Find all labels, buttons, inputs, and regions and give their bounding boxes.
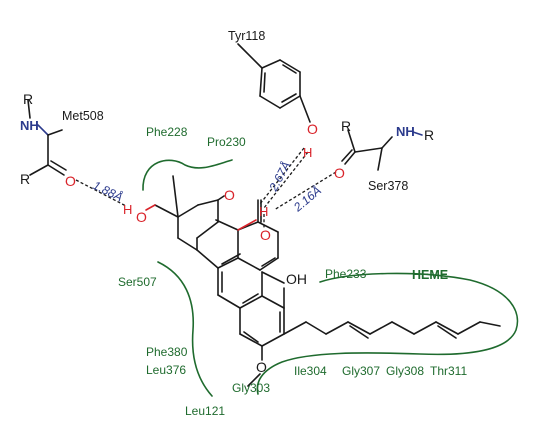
pocket-contour-left <box>157 261 213 397</box>
residue-ser378: Ser378 <box>368 179 408 193</box>
atom-r-ser: R <box>341 118 351 134</box>
residue-phe233: Phe233 <box>325 267 367 281</box>
atom-o-carbonyl: O <box>224 187 235 203</box>
residue-gly303: Gly303 <box>232 381 270 395</box>
atom-labels: R NH R O H O O O H H O R NH R O OH O <box>20 91 434 375</box>
residue-gly307: Gly307 <box>342 364 380 378</box>
hbond-tyr118-b <box>259 147 305 205</box>
distance-ser378: 2.16Å <box>290 183 324 215</box>
met508-fragment <box>27 99 67 176</box>
atom-o-methoxy: O <box>256 359 267 375</box>
atom-o-ligand-right: O <box>260 227 271 243</box>
atom-oh-ring: OH <box>286 271 307 287</box>
hbond-met508 <box>75 179 127 207</box>
residue-pro230: Pro230 <box>207 135 246 149</box>
ligand-structure <box>145 175 501 387</box>
atom-r-met-top: R <box>23 91 33 107</box>
atom-h-tyr: H <box>303 145 312 160</box>
residue-tyr118: Tyr118 <box>228 29 265 43</box>
atom-o-met: O <box>65 173 76 189</box>
atom-o-ser: O <box>334 165 345 181</box>
residue-thr311: Thr311 <box>430 364 467 378</box>
hbond-ser378 <box>273 171 337 211</box>
atom-nh-met: NH <box>20 118 39 133</box>
residue-heme: HEME <box>412 268 448 282</box>
residue-phe380: Phe380 <box>146 345 188 359</box>
distance-tyr118: 2.67Å <box>265 159 293 195</box>
residue-phe228: Phe228 <box>146 125 188 139</box>
atom-h-ligand-right: H <box>259 204 268 219</box>
atom-r-met-bottom: R <box>20 171 30 187</box>
hbond-tyr118-a <box>263 151 309 209</box>
pocket-contour-right <box>256 272 519 395</box>
pocket-contours <box>142 159 519 397</box>
atom-o-ligand-left: O <box>136 209 147 225</box>
residue-ser507: Ser507 <box>118 275 157 289</box>
residue-labels: Tyr118 Met508 Ser378 Phe228 Pro230 Ser50… <box>62 29 467 418</box>
distance-met508: 1.88Å <box>91 177 126 204</box>
atom-h-ligand-left: H <box>123 202 132 217</box>
pocket-contour-top <box>142 159 233 191</box>
atom-r-ser-right: R <box>424 127 434 143</box>
residue-gly308: Gly308 <box>386 364 424 378</box>
residue-met508: Met508 <box>62 109 104 123</box>
atom-nh-ser: NH <box>396 124 415 139</box>
residue-leu121: Leu121 <box>185 404 225 418</box>
hydrogen-bonds <box>75 147 337 228</box>
residue-ile304: Ile304 <box>294 364 327 378</box>
ser378-fragment <box>341 129 423 171</box>
tyr118-side-chain <box>237 43 311 123</box>
residue-leu376: Leu376 <box>146 363 186 377</box>
atom-o-tyr: O <box>307 121 318 137</box>
